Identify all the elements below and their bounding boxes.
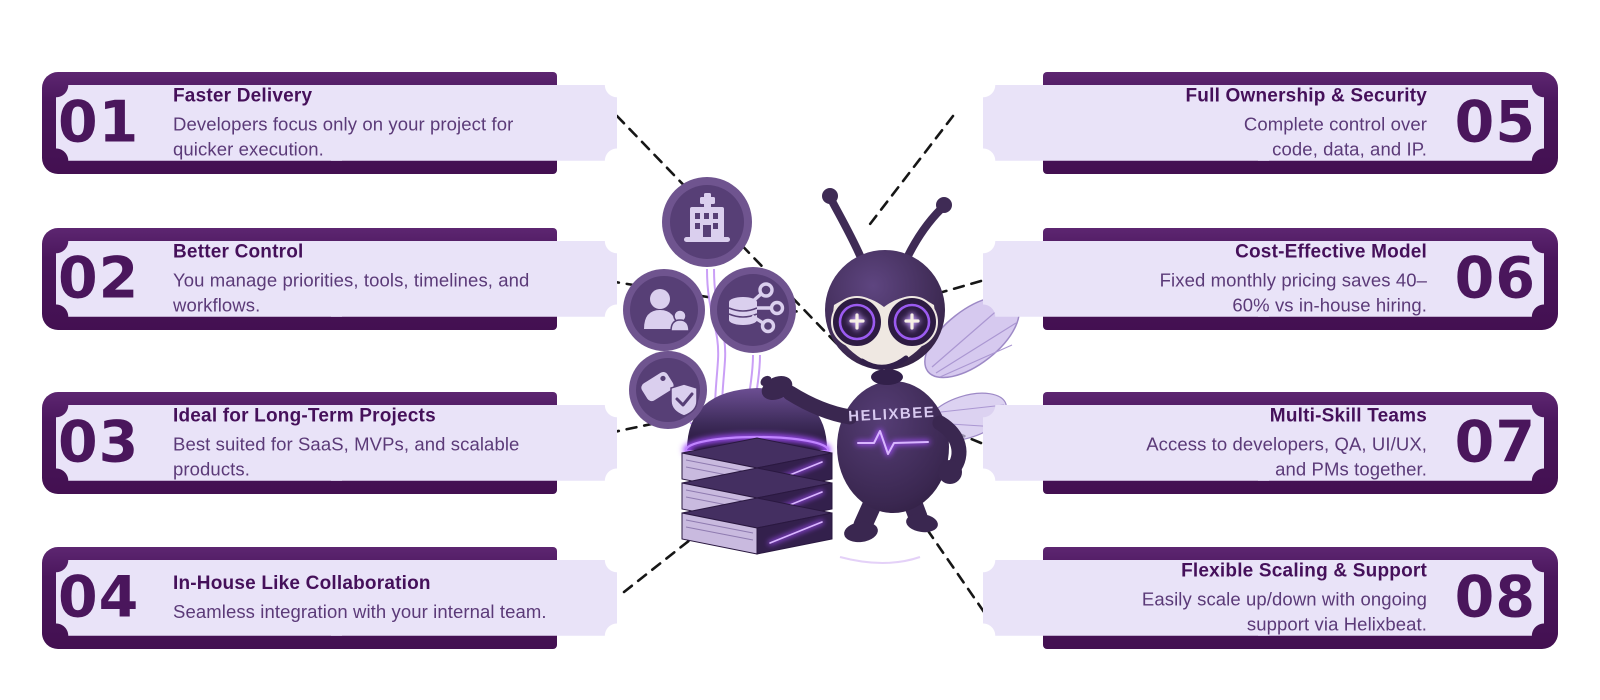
card-text: In-House Like Collaboration Seamless int…	[173, 572, 593, 624]
bee-eyes	[831, 296, 938, 348]
card-text: Better Control You manage priorities, to…	[173, 241, 593, 318]
card-description: Developers focus only on your project fo…	[173, 113, 514, 160]
card-description: Access to developers, QA, UI/UX, and PMs…	[1146, 433, 1427, 480]
card-body	[56, 241, 617, 317]
stack-dome	[687, 388, 827, 450]
benefit-card-06: 06 Cost-Effective Model Fixed monthly pr…	[983, 228, 1558, 330]
tags-shield-icon	[629, 351, 707, 429]
mascot-chest-label: HELIXBEE	[848, 404, 936, 426]
bee-mascot: HELIXBEE	[760, 188, 967, 543]
card-description: Best suited for SaaS, MVPs, and scalable…	[173, 433, 520, 480]
users-icon	[623, 269, 705, 351]
connector-line-01	[615, 114, 840, 347]
connector-line-05	[865, 114, 955, 230]
card-text: Full Ownership & Security Complete contr…	[1007, 85, 1427, 162]
card-text: Ideal for Long-Term Projects Best suited…	[173, 405, 593, 482]
card-number: 04	[58, 564, 140, 631]
stack-slab	[681, 497, 833, 555]
benefit-card-02: 02 Better Control You manage priorities,…	[42, 228, 617, 330]
card-body	[56, 405, 617, 481]
card-number: 03	[58, 409, 140, 476]
card-body	[56, 560, 617, 636]
card-body	[983, 560, 1544, 636]
card-text: Faster Delivery Developers focus only on…	[173, 85, 593, 162]
bee-smile	[859, 355, 909, 370]
card-number: 01	[58, 89, 140, 156]
card-text: Flexible Scaling & Support Easily scale …	[1007, 560, 1427, 637]
card-title: Flexible Scaling & Support	[1181, 560, 1427, 582]
card-text: Multi-Skill Teams Access to developers, …	[1007, 405, 1427, 482]
card-body	[983, 85, 1544, 161]
benefit-card-03: 03 Ideal for Long-Term Projects Best sui…	[42, 392, 617, 494]
benefit-card-04: 04 In-House Like Collaboration Seamless …	[42, 547, 617, 649]
card-number: 08	[1454, 564, 1536, 631]
card-body	[56, 85, 617, 161]
center-artwork: HELIXBEE	[623, 177, 1020, 564]
data-stack	[681, 388, 921, 564]
benefit-card-05: 05 Full Ownership & Security Complete co…	[983, 72, 1558, 174]
card-description: Seamless integration with your internal …	[173, 600, 547, 622]
benefit-card-08: 08 Flexible Scaling & Support Easily sca…	[983, 547, 1558, 649]
card-number: 07	[1454, 409, 1536, 476]
card-title: Faster Delivery	[173, 85, 313, 107]
database-share-icon	[710, 267, 796, 353]
card-title: Ideal for Long-Term Projects	[173, 405, 436, 427]
card-title: Cost-Effective Model	[1235, 241, 1427, 263]
benefit-card-07: 07 Multi-Skill Teams Access to developer…	[983, 392, 1558, 494]
card-number: 05	[1454, 89, 1536, 156]
card-number: 06	[1454, 245, 1536, 312]
card-description: Easily scale up/down with ongoing suppor…	[1141, 588, 1427, 635]
card-description: You manage priorities, tools, timelines,…	[173, 269, 530, 316]
benefit-card-01: 01 Faster Delivery Developers focus only…	[42, 72, 617, 174]
card-text: Cost-Effective Model Fixed monthly prici…	[1007, 241, 1427, 318]
card-description: Complete control over code, data, and IP…	[1243, 113, 1427, 160]
card-title: Better Control	[173, 241, 304, 263]
heartbeat-line	[857, 430, 929, 455]
card-body	[983, 241, 1544, 317]
hospital-icon	[662, 177, 752, 267]
card-title: Multi-Skill Teams	[1269, 405, 1427, 427]
card-number: 02	[58, 245, 140, 312]
card-title: Full Ownership & Security	[1185, 85, 1427, 107]
card-title: In-House Like Collaboration	[173, 573, 431, 595]
card-description: Fixed monthly pricing saves 40–60% vs in…	[1159, 269, 1427, 316]
card-body	[983, 405, 1544, 481]
